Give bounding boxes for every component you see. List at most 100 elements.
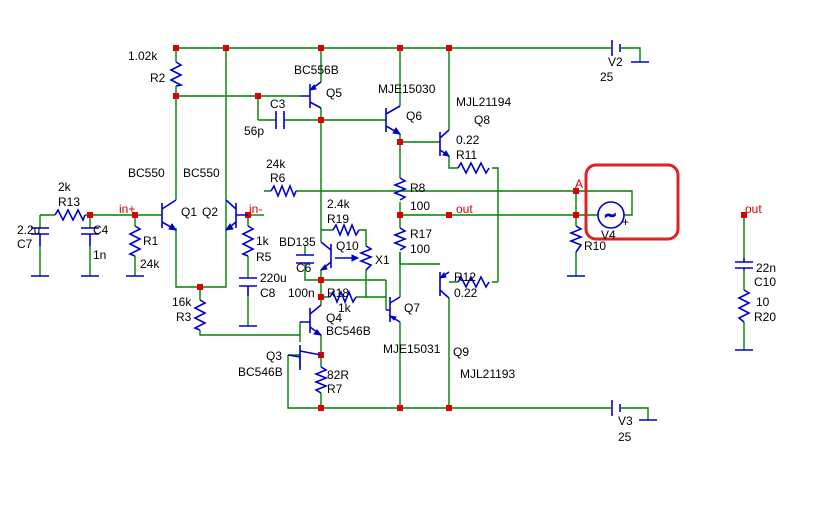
v3-value: 25	[618, 430, 632, 444]
q4-ref: Q4	[326, 311, 342, 325]
resistor-r8-symbol	[392, 177, 408, 201]
r17-ref: R17	[410, 227, 432, 241]
resistor-r19-symbol	[332, 222, 360, 238]
resistor-r5-symbol	[241, 225, 255, 257]
junction	[318, 45, 324, 51]
v2-value: 25	[600, 70, 614, 84]
r6-value: 24k	[266, 157, 286, 171]
c6-value: 100n	[288, 286, 315, 300]
resistor-r7-symbol	[313, 366, 329, 394]
ground-symbols	[31, 61, 753, 421]
capacitor-c6-symbol	[296, 254, 314, 264]
selection-highlight[interactable]	[584, 163, 680, 241]
capacitor-c4-symbol	[81, 227, 99, 246]
q5-ref: Q5	[326, 86, 342, 100]
junction	[446, 405, 452, 411]
r11-value: 0.22	[456, 133, 480, 147]
v2-ref: V2	[608, 55, 623, 69]
c8-value: 220u	[260, 271, 287, 285]
r20-ref: R20	[754, 310, 776, 324]
junction	[173, 93, 179, 99]
c7-value: 2.2u	[17, 223, 40, 237]
resistor-r1-symbol	[128, 225, 142, 257]
c10-value: 22n	[756, 261, 776, 275]
net-out: out	[456, 202, 473, 216]
r5-ref: R5	[256, 250, 272, 264]
q7-ref: Q7	[404, 301, 420, 315]
junction	[318, 294, 324, 300]
r3-ref: R3	[176, 310, 192, 324]
r13-ref: R13	[58, 195, 80, 209]
v4-plus-sign: +	[622, 215, 629, 229]
transistor-q1-symbol	[161, 199, 178, 231]
q1-ref: Q1	[181, 205, 197, 219]
resistor-r3-symbol	[193, 299, 207, 331]
r1-value: 24k	[140, 257, 160, 271]
junction	[573, 188, 579, 194]
resistor-r2-symbol	[169, 61, 184, 87]
transistor-q8-symbol	[439, 129, 450, 157]
capacitor-c10-symbol	[735, 258, 753, 270]
junction	[318, 277, 324, 283]
r17-value: 100	[410, 242, 430, 256]
junction	[132, 212, 138, 218]
resistor-r20-symbol	[737, 289, 751, 323]
resistor-r17-symbol	[392, 227, 408, 251]
junction	[397, 139, 403, 145]
q5-model: BC556B	[294, 63, 339, 77]
junction	[397, 45, 403, 51]
capacitor-c8-symbol	[239, 277, 257, 296]
r5-value: 1k	[256, 234, 270, 248]
r7-value: 82R	[327, 368, 349, 382]
q3-model: BC546B	[238, 365, 283, 379]
q2-ref: Q2	[202, 205, 218, 219]
junction	[173, 45, 179, 51]
labels: 1.02k R2 BC556B Q5 C3 56p MJE15030 Q6 MJ…	[17, 49, 776, 444]
transistor-q3-symbol	[287, 345, 322, 370]
v3-ref: V3	[618, 414, 633, 428]
net-in-plus: in+	[119, 202, 135, 216]
x1-ref: X1	[375, 253, 390, 267]
voltage-source-v3-symbol	[610, 400, 626, 416]
r18-ref: R18	[327, 286, 349, 300]
r19-value: 2.4k	[327, 197, 351, 211]
voltage-sources	[597, 40, 626, 416]
resistor-r13-symbol	[54, 208, 86, 222]
junction	[446, 212, 452, 218]
c3-value: 56p	[244, 124, 264, 138]
junction	[741, 212, 747, 218]
net-a: A	[575, 177, 583, 191]
junction	[446, 45, 452, 51]
q10-model: BD135	[279, 235, 316, 249]
junction	[397, 405, 403, 411]
q7-model: MJE15031	[383, 342, 441, 356]
r12-value: 0.22	[454, 286, 478, 300]
c8-ref: C8	[260, 286, 276, 300]
capacitor-c3-symbol	[275, 111, 285, 129]
c3-ref: C3	[270, 97, 286, 111]
junction	[223, 45, 229, 51]
resistor-r18-symbol	[329, 289, 357, 305]
q8-ref: Q8	[474, 113, 490, 127]
q8-model: MJL21194	[456, 95, 511, 109]
transistor-q9-symbol	[438, 271, 450, 299]
q9-ref: Q9	[453, 345, 469, 359]
r11-ref: R11	[456, 148, 477, 162]
junction	[197, 284, 203, 290]
q6-ref: Q6	[406, 109, 422, 123]
transistor-q6-symbol	[385, 105, 402, 135]
v4-ref: V4	[601, 228, 616, 242]
c4-ref: C4	[93, 223, 109, 237]
r2-value: 1.02k	[128, 49, 158, 63]
c10-ref: C10	[754, 275, 776, 289]
r1-ref: R1	[143, 234, 159, 248]
q1-model: BC550	[128, 166, 165, 180]
r10-ref: R10	[584, 239, 606, 253]
resistors	[54, 61, 751, 394]
r8-ref: R8	[410, 181, 426, 195]
net-out-zobel: out	[745, 202, 762, 216]
transistor-q5-symbol	[300, 81, 322, 109]
potentiometer-x1	[335, 245, 374, 271]
junction	[87, 212, 93, 218]
